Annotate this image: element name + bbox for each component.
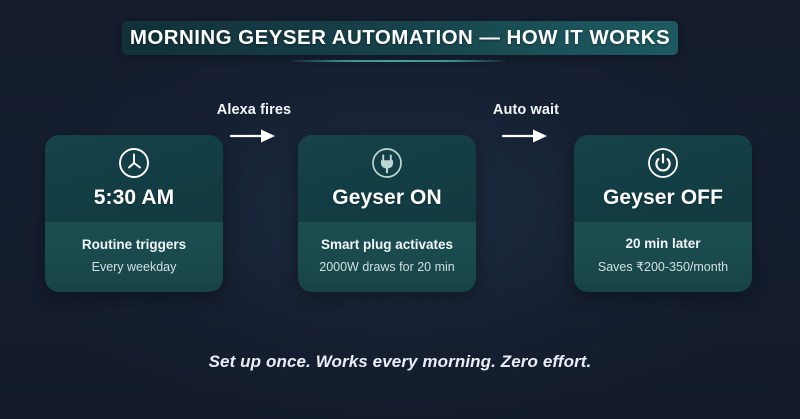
step-card-2-line-1: Smart plug activates bbox=[320, 236, 454, 252]
step-card-1-line-1: Routine triggers bbox=[81, 236, 187, 252]
step-card-3-header: Geyser OFF bbox=[574, 135, 752, 222]
page-title: MORNING GEYSER AUTOMATION — HOW IT WORKS bbox=[129, 26, 671, 49]
connector-2-label: Auto wait bbox=[492, 102, 560, 118]
title-underline-divider bbox=[293, 60, 505, 62]
footer-tagline: Set up once. Works every morning. Zero e… bbox=[208, 352, 592, 371]
step-card-3-title: Geyser OFF bbox=[602, 186, 724, 209]
title-banner: MORNING GEYSER AUTOMATION — HOW IT WORKS bbox=[122, 21, 678, 55]
clock-icon bbox=[117, 146, 151, 180]
connector-2: Auto wait bbox=[471, 102, 581, 145]
step-card-2-header: Geyser ON bbox=[298, 135, 476, 222]
step-card-3-line-1: 20 min later bbox=[625, 236, 701, 251]
connector-1: Alexa fires bbox=[199, 102, 309, 145]
connector-1-label: Alexa fires bbox=[216, 102, 292, 118]
plug-icon bbox=[370, 146, 404, 180]
step-card-3: Geyser OFF 20 min later Saves ₹200-350/m… bbox=[574, 135, 752, 292]
step-card-2: Geyser ON Smart plug activates 2000W dra… bbox=[298, 135, 476, 292]
arrow-right-icon bbox=[500, 127, 552, 145]
step-card-1-title: 5:30 AM bbox=[93, 186, 175, 209]
step-card-3-body: 20 min later Saves ₹200-350/month bbox=[574, 222, 752, 292]
step-card-2-title: Geyser ON bbox=[332, 186, 442, 209]
step-card-1-header: 5:30 AM bbox=[45, 135, 223, 222]
arrow-right-icon bbox=[228, 127, 280, 145]
step-card-1: 5:30 AM Routine triggers Every weekday bbox=[45, 135, 223, 292]
step-card-1-body: Routine triggers Every weekday bbox=[45, 222, 223, 292]
step-card-1-line-2: Every weekday bbox=[91, 259, 177, 274]
step-card-2-body: Smart plug activates 2000W draws for 20 … bbox=[298, 222, 476, 292]
step-card-2-line-2: 2000W draws for 20 min bbox=[319, 259, 455, 274]
step-card-3-line-2: Saves ₹200-350/month bbox=[597, 260, 729, 274]
power-icon bbox=[646, 146, 680, 180]
